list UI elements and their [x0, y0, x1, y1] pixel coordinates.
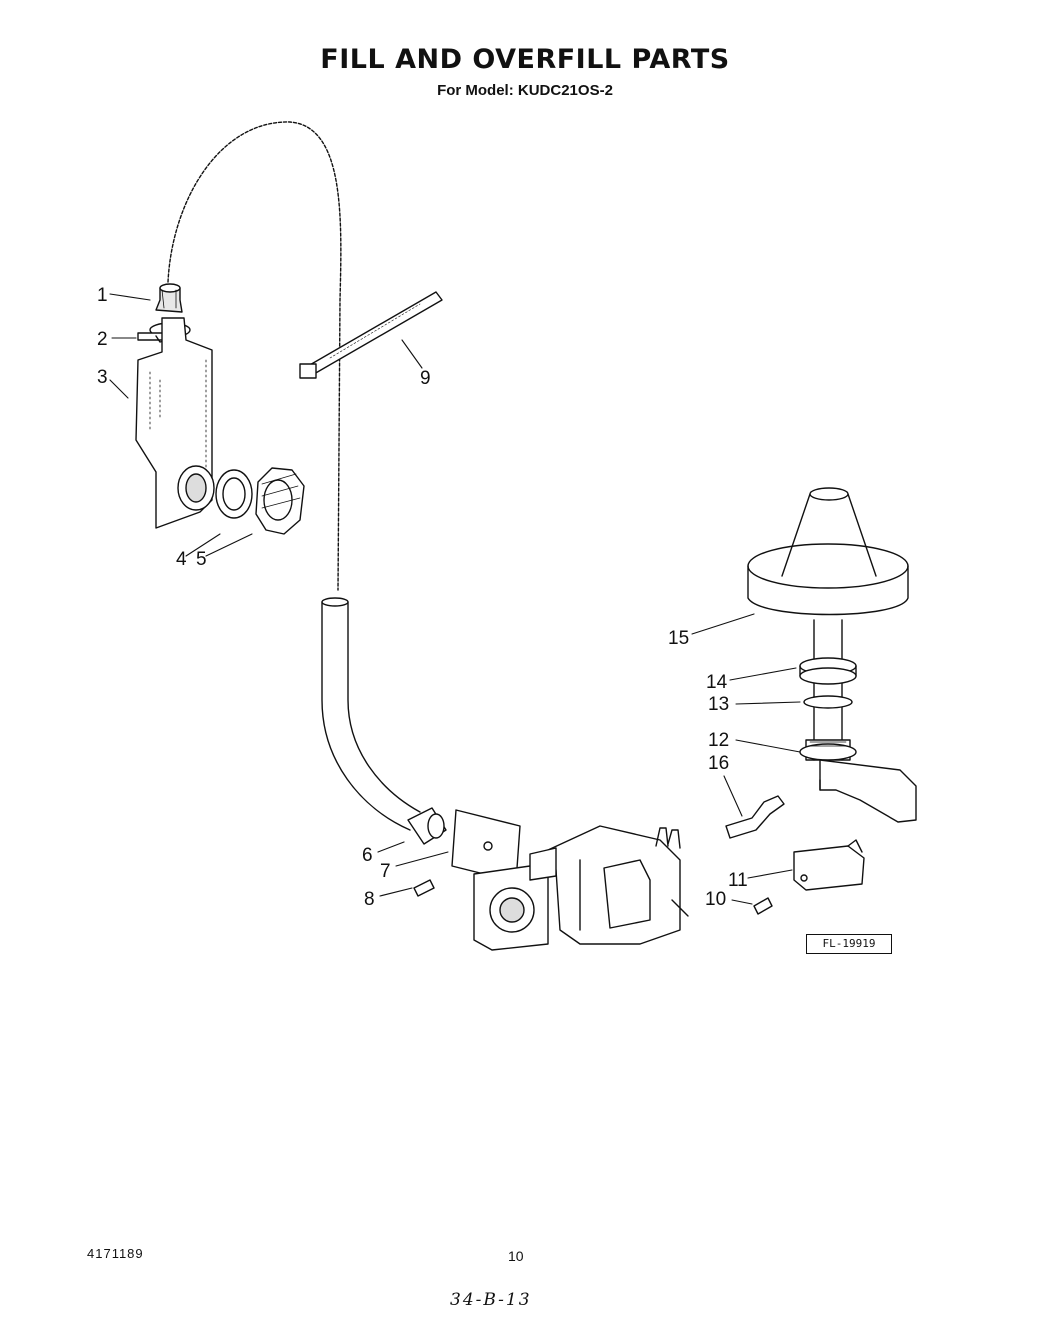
callout-13: 13 — [708, 694, 730, 715]
callout-2: 2 — [97, 329, 108, 350]
part-4-gasket — [215, 469, 253, 519]
part-12-seal — [799, 739, 857, 761]
part-13-washer — [803, 695, 853, 709]
callout-11: 11 — [728, 870, 748, 891]
document-number: 4171189 — [87, 1246, 144, 1261]
fill-valve-assembly — [473, 825, 689, 951]
overfill-tube — [167, 121, 342, 591]
figure-code: FL-19919 — [806, 934, 892, 954]
part-9-cable-tie — [299, 291, 443, 379]
callout-5: 5 — [196, 549, 207, 570]
callout-8: 8 — [364, 889, 375, 910]
handwritten-note: 34-B-13 — [450, 1290, 532, 1310]
part-14-nut — [799, 657, 857, 685]
callout-15: 15 — [668, 628, 690, 649]
part-11-microswitch — [793, 839, 865, 891]
callout-7: 7 — [380, 861, 391, 882]
callout-14: 14 — [706, 672, 728, 693]
callout-4: 4 — [176, 549, 187, 570]
part-8-screw — [413, 879, 435, 897]
model-subtitle: For Model: KUDC21OS-2 — [437, 82, 613, 99]
part-6-clamp — [407, 807, 447, 845]
part-16-lever — [725, 795, 785, 839]
callout-12: 12 — [708, 730, 730, 751]
page-title: FILL AND OVERFILL PARTS — [320, 44, 730, 75]
part-15-float — [747, 487, 909, 616]
float-stem — [813, 619, 843, 761]
page-number: 10 — [508, 1248, 524, 1264]
callout-6: 6 — [362, 845, 373, 866]
part-10-screw — [753, 897, 773, 915]
callout-1: 1 — [97, 285, 108, 306]
callout-16: 16 — [708, 753, 730, 774]
fill-hose — [321, 597, 421, 831]
part-1-fitting — [155, 283, 183, 313]
part-3-housing — [135, 317, 215, 529]
leader-lines — [109, 293, 801, 905]
part-5-nut — [255, 467, 305, 535]
callout-10: 10 — [705, 889, 727, 910]
switch-bracket — [819, 759, 917, 823]
callout-3: 3 — [97, 367, 108, 388]
callout-9: 9 — [420, 368, 431, 389]
